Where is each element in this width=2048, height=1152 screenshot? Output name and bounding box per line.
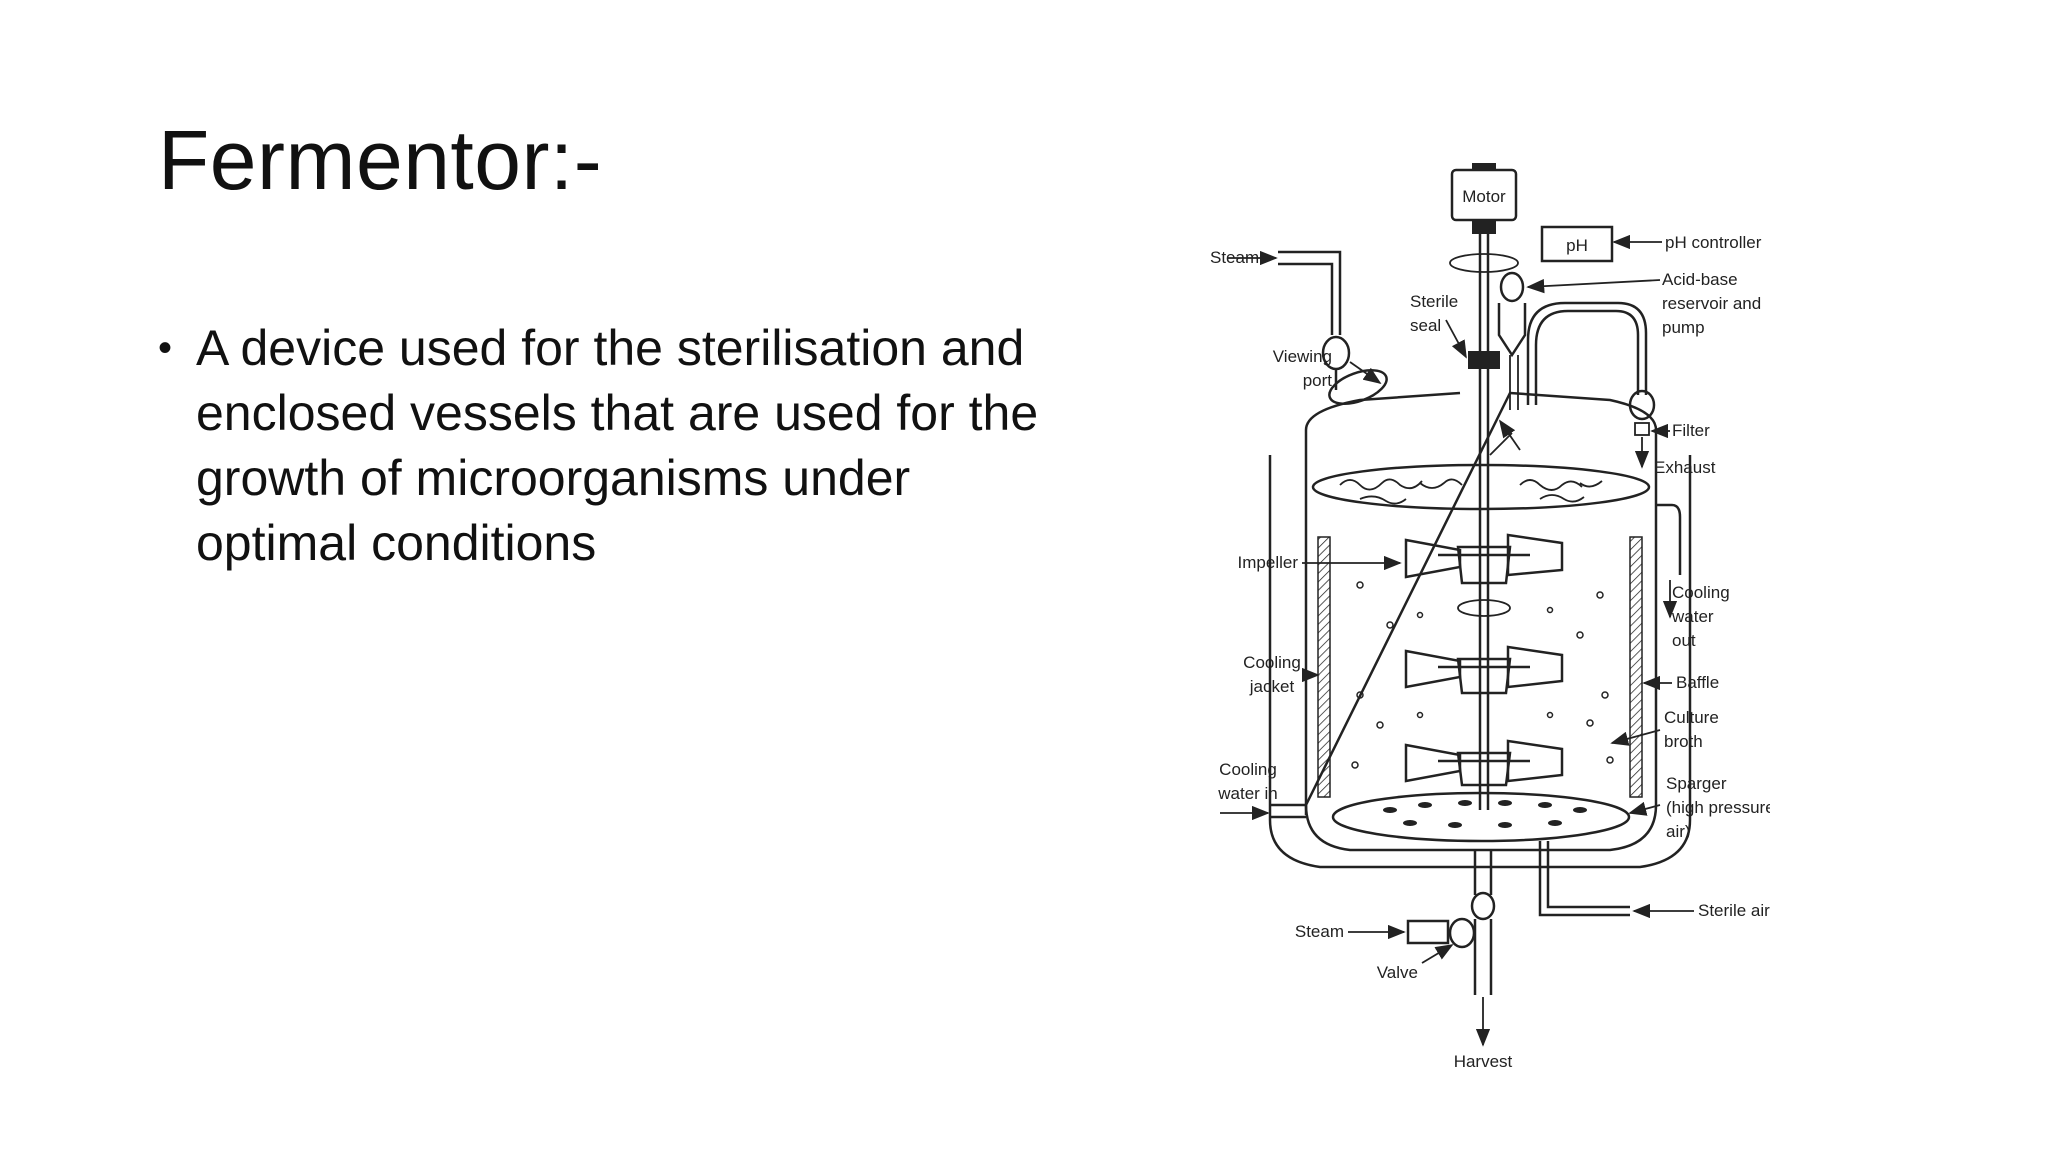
ph-box: pH [1540, 225, 1614, 263]
cooling-out-label-1: Cooling [1672, 583, 1730, 602]
rotation-indicator-mid [1457, 599, 1511, 617]
impeller-middle [1404, 645, 1564, 695]
sparger-label-1: Sparger [1666, 774, 1727, 793]
filter-label: Filter [1672, 421, 1710, 440]
impeller-top [1404, 533, 1564, 585]
sparger [1331, 791, 1631, 843]
cooling-jacket-label-1: Cooling [1243, 653, 1301, 672]
impeller-label: Impeller [1238, 553, 1299, 572]
cooling-out-label-2: water [1671, 607, 1714, 626]
air-bubbles [1351, 581, 1614, 769]
bullet-dot-icon: • [158, 326, 173, 370]
sparger-label-2: (high pressure [1666, 798, 1770, 817]
acid-base-reservoir [1499, 271, 1525, 303]
sparger-label-3: air) [1666, 822, 1691, 841]
broth-surface [1311, 463, 1651, 511]
impeller-bottom [1404, 739, 1564, 787]
acid-base-label-2: reservoir and [1662, 294, 1761, 313]
steam-pipe-top [1278, 250, 1342, 335]
cooling-jacket-label-2: jacket [1249, 677, 1295, 696]
baffle-left [1317, 536, 1331, 798]
sterile-seal [1468, 351, 1500, 369]
sterile-air-label: Sterile air [1698, 901, 1770, 920]
cooling-in-label-1: Cooling [1219, 760, 1277, 779]
culture-broth-label-2: broth [1664, 732, 1703, 751]
rotation-indicator-top [1449, 253, 1519, 273]
cooling-jacket-outer [1268, 455, 1692, 869]
steam-inlet-bottom [1406, 919, 1450, 945]
cooling-out-label-3: out [1672, 631, 1696, 650]
motor-label: Motor [1462, 187, 1506, 206]
acid-base-label-1: Acid-base [1662, 270, 1738, 289]
bullet-text: A device used for the sterilisation and … [196, 320, 1039, 571]
vessel [1304, 391, 1658, 852]
viewing-port-label-2: port [1303, 371, 1333, 390]
viewing-port-label-1: Viewing [1273, 347, 1332, 366]
sterile-seal-label-1: Sterile [1410, 292, 1458, 311]
steam-bottom-label: Steam [1295, 922, 1344, 941]
sterile-seal-label-2: seal [1410, 316, 1441, 335]
sterile-air-pipe [1538, 841, 1630, 917]
fermentor-diagram: Motor pH pH controller Acid-base reservo… [1210, 163, 1770, 1071]
motor: Motor [1450, 163, 1518, 234]
sparger-holes [1383, 800, 1587, 828]
ph-controller-label: pH controller [1665, 233, 1762, 252]
exhaust-pipe [1526, 301, 1648, 405]
bottom-valve [1470, 891, 1496, 921]
slide-title: Fermentor:- [158, 113, 603, 207]
cooling-in-pipe [1270, 803, 1306, 819]
exhaust-label: Exhaust [1654, 458, 1716, 477]
cooling-in-label-2: water in [1217, 784, 1278, 803]
ph-label: pH [1566, 236, 1588, 255]
cooling-out-pipe [1656, 503, 1682, 575]
culture-broth-label-1: Culture [1664, 708, 1719, 727]
steam-top-label: Steam [1210, 248, 1259, 267]
acid-base-label-3: pump [1662, 318, 1705, 337]
valve-label: Valve [1377, 963, 1418, 982]
harvest-label: Harvest [1454, 1052, 1513, 1071]
bullet-list: • A device used for the sterilisation an… [158, 316, 1058, 576]
filter [1628, 389, 1656, 421]
bullet-item: • A device used for the sterilisation an… [158, 316, 1058, 576]
baffle-label: Baffle [1676, 673, 1719, 692]
harvest-outlet [1473, 850, 1493, 895]
baffle-right [1629, 536, 1643, 798]
